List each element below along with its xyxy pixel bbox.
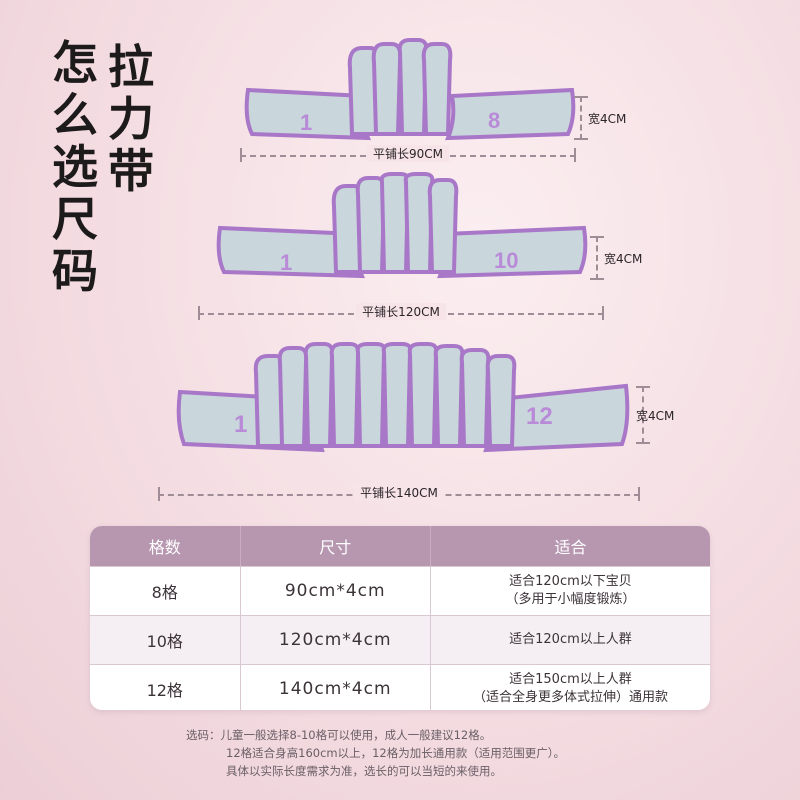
size-table: 格数 尺寸 适合 8格 90cm*4cm 适合120cm以下宝贝 （多用于小幅度… (90, 526, 710, 710)
band-12-width-label: 宽4CM (636, 409, 675, 423)
band-10-width-label: 宽4CM (604, 252, 643, 266)
title-char: 选 (52, 140, 98, 194)
cell-grids: 10格 (90, 616, 241, 664)
title-char: 么 (52, 88, 98, 142)
cell-size: 90cm*4cm (241, 567, 431, 615)
title-right: 拉 力 带 (108, 44, 154, 200)
note-line: 12格适合身高160cm以上，12格为加长通用款（适用范围更广）。 (226, 746, 565, 760)
fit-line: 适合120cm以下宝贝 (509, 574, 632, 589)
band-10-image: 1 10 (216, 172, 588, 279)
band-12-last-number: 12 (526, 403, 553, 430)
fit-line: （适合全身更多体式拉伸）通用款 (472, 690, 668, 705)
cell-size: 120cm*4cm (241, 616, 431, 664)
title-char: 怎 (52, 36, 98, 90)
band-12-length-label: 平铺长140CM (354, 484, 444, 501)
band-12-length-measure: 平铺长140CM (158, 484, 640, 501)
title-char: 拉 (108, 40, 154, 94)
band-10-length-measure: 平铺长120CM (198, 303, 604, 320)
title-char: 尺 (52, 192, 98, 246)
table-header: 格数 尺寸 适合 (90, 526, 710, 566)
title-char: 码 (52, 244, 98, 298)
band-12-first-number: 1 (234, 411, 247, 438)
title-char: 带 (108, 144, 154, 198)
table-row: 10格 120cm*4cm 适合120cm以上人群 (90, 615, 710, 664)
header-size: 尺寸 (241, 526, 431, 566)
band-10-first-number: 1 (280, 250, 292, 275)
band-8-last-number: 8 (488, 108, 500, 133)
cell-fit: 适合120cm以下宝贝 （多用于小幅度锻炼） (431, 567, 710, 615)
cell-fit: 适合150cm以上人群 （适合全身更多体式拉伸）通用款 (431, 665, 710, 710)
note-line: 具体以实际长度需求为准，选长的可以当短的来使用。 (226, 764, 502, 778)
table-row: 8格 90cm*4cm 适合120cm以下宝贝 （多用于小幅度锻炼） (90, 566, 710, 615)
band-8-width-measure (574, 96, 588, 140)
band-8-width-label: 宽4CM (588, 112, 627, 126)
band-8-image: 1 8 (244, 38, 576, 141)
cell-grids: 8格 (90, 567, 241, 615)
header-grids: 格数 (90, 526, 241, 566)
band-10-length-label: 平铺长120CM (356, 303, 446, 320)
band-10-width-measure (590, 236, 604, 280)
band-8-length-measure: 平铺长90CM (240, 145, 576, 162)
fit-line: （多用于小幅度锻炼） (505, 592, 636, 607)
band-12-width-measure (636, 386, 650, 444)
cell-size: 140cm*4cm (241, 665, 431, 710)
note-line: 选码：儿童一般选择8-10格可以使用，成人一般建议12格。 (186, 728, 492, 742)
title-left: 怎 么 选 尺 码 (52, 40, 98, 300)
size-notes: 选码：儿童一般选择8-10格可以使用，成人一般建议12格。 12格适合身高160… (186, 726, 565, 780)
fit-line: 适合150cm以上人群 (509, 672, 632, 687)
table-row: 12格 140cm*4cm 适合150cm以上人群 （适合全身更多体式拉伸）通用… (90, 664, 710, 710)
band-10-last-number: 10 (494, 248, 518, 273)
band-8-length-label: 平铺长90CM (366, 145, 450, 162)
band-8-first-number: 1 (300, 110, 312, 135)
band-12-image: 1 12 (176, 342, 630, 453)
cell-fit: 适合120cm以上人群 (431, 616, 710, 664)
title-char: 力 (108, 92, 154, 146)
header-fit: 适合 (554, 538, 587, 557)
fit-line: 适合120cm以上人群 (509, 632, 632, 647)
cell-grids: 12格 (90, 665, 241, 710)
